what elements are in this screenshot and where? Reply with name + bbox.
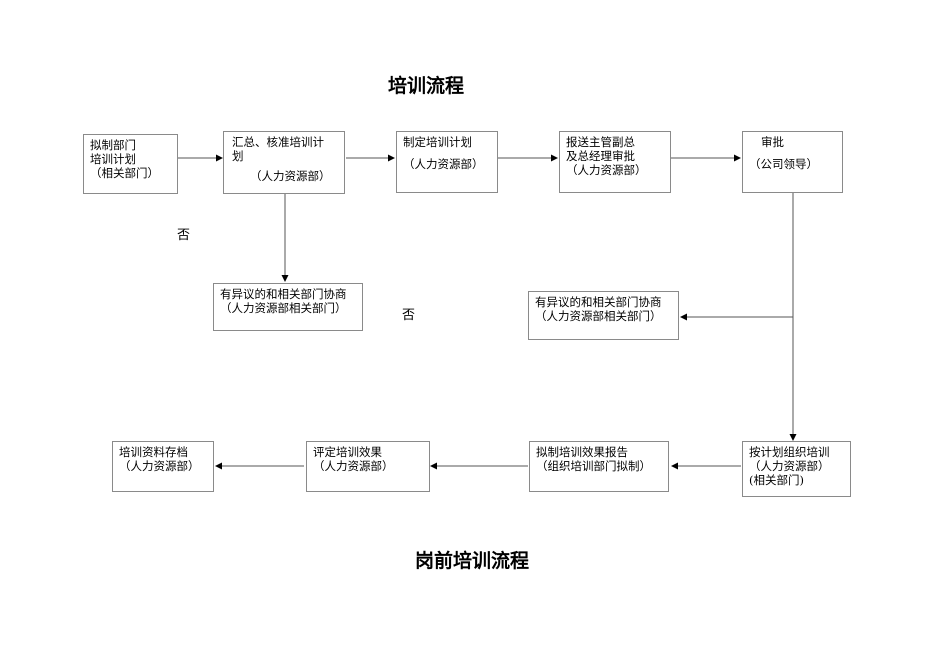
step-archive: 培训资料存档 （人力资源部）	[112, 441, 214, 492]
step-draft-plan-dept: 拟制部门 培训计划 （相关部门）	[83, 134, 178, 194]
no-label-right: 否	[402, 308, 416, 323]
step-evaluate: 评定培训效果 （人力资源部）	[306, 441, 430, 492]
step-organize-training: 按计划组织培训 （人力资源部） (相关部门)	[742, 441, 851, 497]
step-submit-approval: 报送主管副总 及总经理审批 （人力资源部）	[559, 131, 671, 193]
preservice-flow-title: 岗前培训流程	[415, 550, 530, 572]
step-make-plan: 制定培训计划 （人力资源部）	[396, 131, 498, 193]
step-dispute-left: 有异议的和相关部门协商 （人力资源部相关部门）	[213, 283, 363, 331]
step-effect-report: 拟制培训效果报告 （组织培训部门拟制）	[529, 441, 669, 492]
flow-title: 培训流程	[388, 75, 465, 97]
no-label-left: 否	[177, 228, 191, 243]
step-summarize-plan: 汇总、核准培训计 划 （人力资源部）	[223, 131, 345, 194]
step-dispute-right: 有异议的和相关部门协商 （人力资源部相关部门）	[528, 291, 679, 340]
step-approve: 审批 （公司领导）	[742, 131, 843, 193]
